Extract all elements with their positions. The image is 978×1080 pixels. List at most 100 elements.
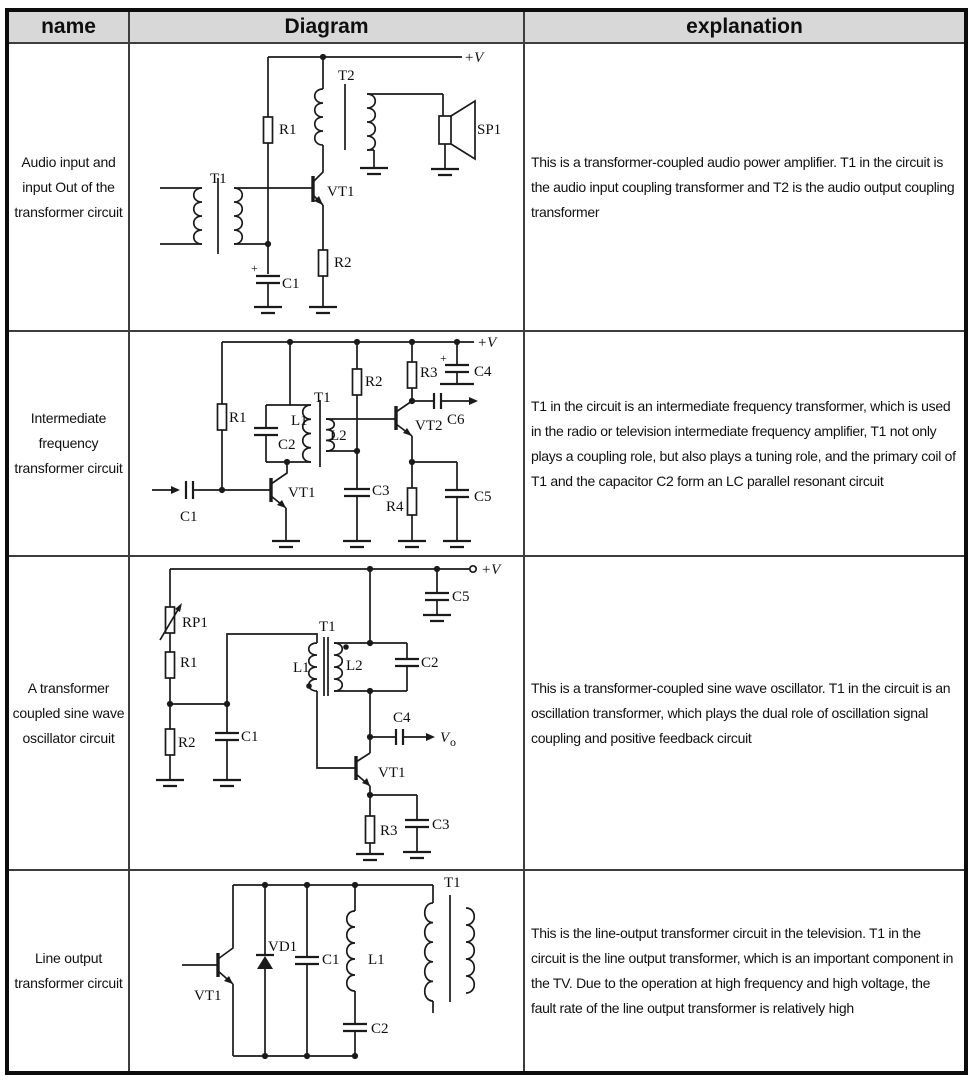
input-capacitor-c1: C1	[152, 481, 271, 525]
diagram-audio-amplifier: +V R1 T1 + C1	[130, 44, 525, 332]
capacitor-c3: C3	[370, 794, 450, 860]
label-vt1: VT1	[194, 988, 222, 1004]
ground-symbol	[423, 613, 451, 623]
label-l1: L1	[368, 952, 385, 968]
explanation-text: This is a transformer-coupled sine wave …	[531, 679, 951, 746]
label-l1: L1	[293, 660, 310, 676]
junction-dot	[303, 1052, 311, 1060]
c1-polarity-plus: +	[251, 261, 258, 275]
label-vt2: VT2	[415, 418, 443, 434]
capacitor-c3: C3	[343, 451, 390, 549]
junction-dot	[366, 639, 374, 647]
capacitor-c5: C5	[423, 569, 470, 623]
ground-symbol	[309, 305, 337, 315]
emitter-arrow	[362, 778, 370, 786]
resistor-r1: R1	[216, 342, 247, 490]
transistor-vt1: VT1	[316, 691, 406, 795]
t1-secondary-winding	[233, 187, 244, 245]
label-c6: C6	[447, 412, 465, 428]
emitter-arrow	[277, 500, 286, 508]
label-l2: L2	[330, 428, 347, 444]
label-vplus: +V	[481, 562, 502, 578]
phase-dot	[306, 683, 312, 689]
t1-winding-l1	[307, 642, 318, 692]
label-t1: T1	[319, 619, 336, 635]
diagram-oscillator: +V C5 RP1 R1	[130, 557, 525, 871]
junction-dot	[303, 881, 311, 889]
emitter-arrow	[314, 196, 323, 205]
diagram-line-output: VT1 VD1 C1	[130, 871, 525, 1071]
ground-symbol	[360, 166, 388, 176]
ground-symbol	[403, 850, 431, 860]
junction-dot	[261, 881, 269, 889]
label-vplus: +V	[464, 50, 485, 66]
row-explanation-line-output: This is the line-output transformer circ…	[525, 871, 964, 1071]
power-terminal	[468, 564, 478, 574]
row-name-if-transformer: Intermediate frequency transformer circu…	[9, 332, 130, 557]
label-c1: C1	[180, 509, 198, 525]
label-vd1: VD1	[268, 939, 297, 955]
ground-symbol	[443, 539, 471, 549]
label-vo: V	[440, 730, 451, 746]
potentiometer-arrow	[175, 603, 182, 612]
resistor-r2: R2	[351, 342, 383, 451]
capacitor-c1: C1	[295, 885, 340, 1056]
ground-symbol	[398, 539, 426, 549]
row-name-audio-transformer: Audio input and input Out of the transfo…	[9, 44, 130, 332]
audio-amplifier-schematic: +V R1 T1 + C1	[160, 50, 501, 315]
label-c2: C2	[421, 655, 439, 671]
row-explanation-audio: This is a transformer-coupled audio powe…	[525, 44, 964, 332]
header-cell-explanation: explanation	[525, 12, 964, 44]
junction-dot	[283, 458, 291, 466]
header-name-label: name	[41, 15, 96, 38]
label-vo-sub: o	[450, 735, 456, 749]
circuit-table: name Diagram explanation Audio input and…	[5, 8, 968, 1075]
if-transformer-schematic: +V R1 C1	[152, 335, 498, 549]
label-c5: C5	[474, 489, 492, 505]
explanation-text: This is the line-output transformer circ…	[531, 925, 954, 1016]
label-t1: T1	[444, 875, 461, 891]
label-r1: R1	[279, 122, 297, 138]
output-arrow	[426, 733, 435, 741]
ground-symbol	[156, 778, 184, 788]
label-c3: C3	[432, 817, 450, 833]
capacitor-c2	[343, 1022, 367, 1033]
transistor-vt1: VT1	[311, 145, 355, 206]
label-c4: C4	[474, 364, 492, 380]
label-r4: R4	[386, 499, 404, 515]
label-r2: R2	[178, 735, 196, 751]
explanation-text: This is a transformer-coupled audio powe…	[531, 153, 955, 220]
diode-vd1: VD1	[256, 885, 297, 1056]
t2-primary-winding	[313, 88, 324, 146]
explanation-text: T1 in the circuit is an intermediate fre…	[531, 397, 956, 489]
label-c4: C4	[393, 710, 411, 726]
row-explanation-oscillator: This is a transformer-coupled sine wave …	[525, 557, 964, 871]
c4-polarity-plus: +	[440, 351, 447, 365]
capacitor-c1: C1	[170, 703, 259, 788]
junction-dot	[261, 1052, 269, 1060]
emitter-arrow	[403, 428, 412, 436]
header-explanation-label: explanation	[686, 15, 803, 38]
resistor-r1: R1	[164, 651, 198, 704]
label-r3: R3	[420, 365, 438, 381]
label-c5: C5	[452, 589, 470, 605]
label-vt1: VT1	[288, 485, 316, 501]
bias-riser-wire	[226, 633, 318, 704]
row-name-text: Intermediate frequency transformer circu…	[14, 410, 123, 476]
label-vt1: VT1	[378, 765, 406, 781]
capacitor-c4-output: C4 V o	[370, 710, 456, 749]
label-c3: C3	[372, 483, 390, 499]
output-arrow	[469, 397, 478, 405]
capacitor-c4: + C4	[440, 342, 492, 386]
label-r3: R3	[380, 823, 398, 839]
t1-secondary-winding	[465, 907, 476, 994]
transistor-vt1: VT1	[182, 885, 234, 1056]
row-explanation-if: T1 in the circuit is an intermediate fre…	[525, 332, 964, 557]
line-output-schematic: VT1 VD1 C1	[182, 875, 476, 1060]
emitter-arrow	[224, 976, 233, 984]
ground-symbol	[356, 852, 384, 862]
transformer-t1: T1	[423, 875, 476, 1013]
inductor-l1: L1 C2	[343, 885, 389, 1056]
resistor-r3: R3	[406, 342, 438, 401]
